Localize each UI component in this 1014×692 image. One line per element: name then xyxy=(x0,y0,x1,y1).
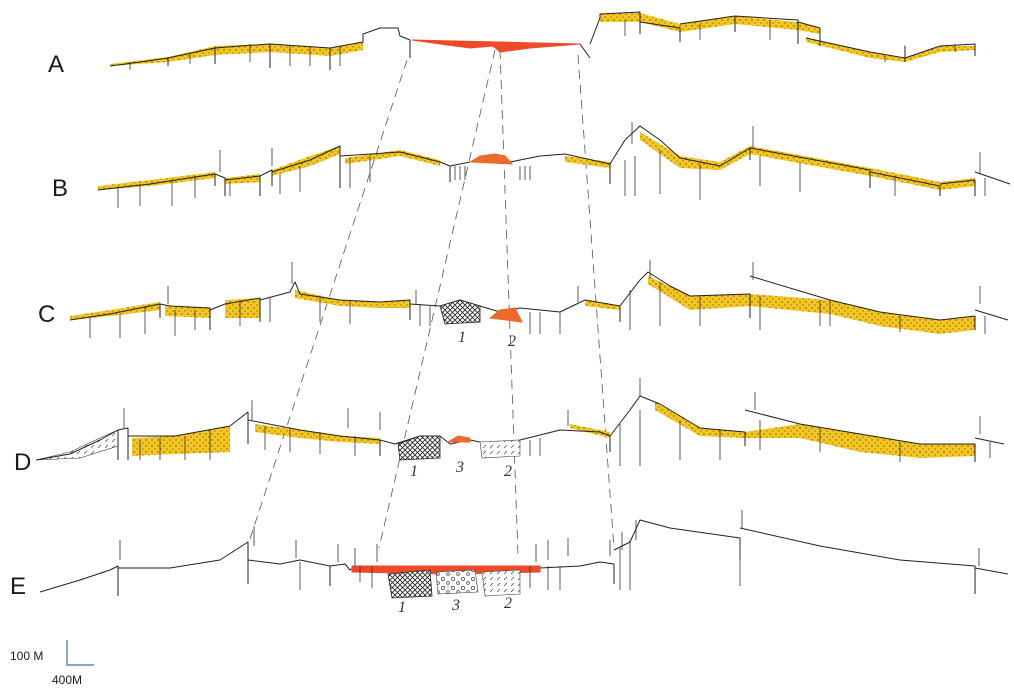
zone-label-c-2: 2 xyxy=(508,333,516,350)
row-label-e: E xyxy=(10,573,26,600)
profile-a xyxy=(109,11,976,70)
profile-d: 1 3 2 xyxy=(35,378,1005,480)
scale-vertical-label: 100 M xyxy=(10,649,43,663)
correlation-lines xyxy=(247,49,615,556)
profile-b xyxy=(97,122,1011,208)
row-label-d: D xyxy=(14,449,31,476)
row-label-a: A xyxy=(48,51,64,78)
scale-horizontal-label: 400M xyxy=(52,673,82,687)
zone-label-d-1: 1 xyxy=(410,463,418,480)
scale-bar: 100 M 400M xyxy=(10,640,94,687)
zone-label-d-2: 2 xyxy=(504,463,512,480)
zone-label-d-3: 3 xyxy=(455,459,464,476)
zone-label-e-1: 1 xyxy=(398,599,406,616)
row-label-c: C xyxy=(38,301,55,328)
profile-e: 1 3 2 xyxy=(39,510,1009,616)
profile-c: 1 2 xyxy=(69,260,1009,350)
zone-label-e-3: 3 xyxy=(451,597,460,614)
zone-label-e-2: 2 xyxy=(504,595,512,612)
row-label-b: B xyxy=(52,175,68,202)
zone-label-c-1: 1 xyxy=(458,329,466,346)
